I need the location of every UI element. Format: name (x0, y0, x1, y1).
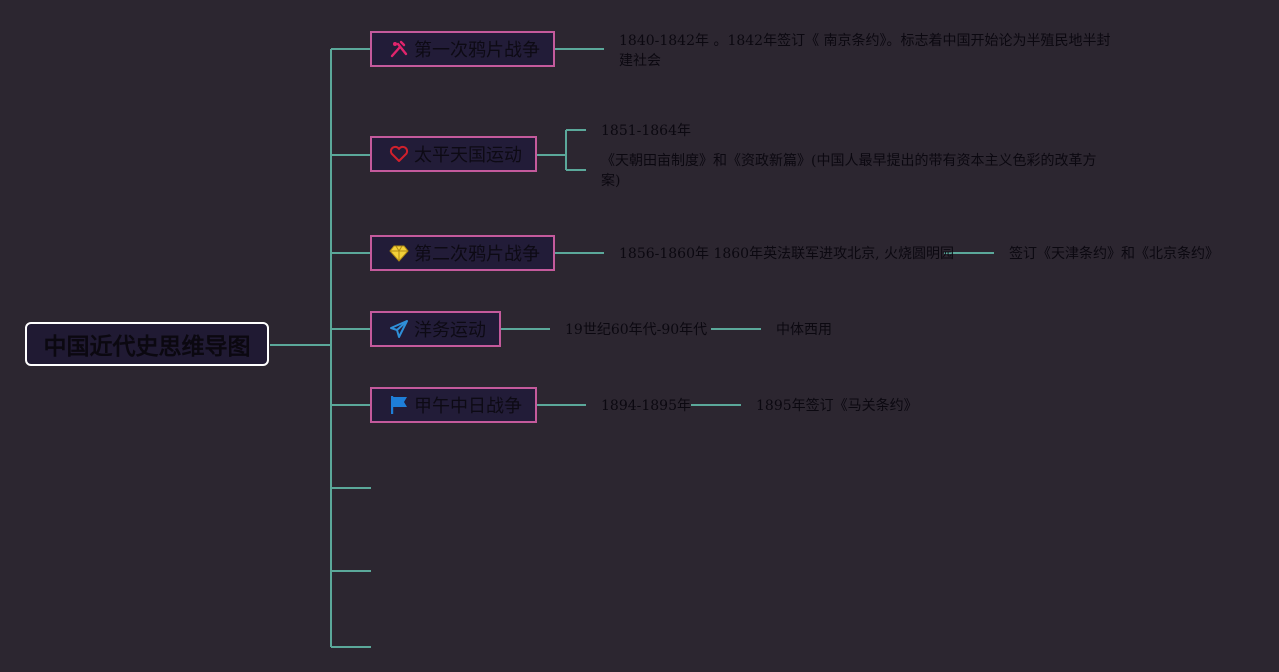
topic-label: 甲午中日战争 (414, 396, 522, 417)
topic-label: 第一次鸦片战争 (414, 40, 540, 61)
paper-plane-icon (388, 318, 410, 340)
diamond-icon (388, 242, 410, 264)
heart-icon (388, 143, 410, 165)
detail-text: 签订《天津条约》和《北京条约》 (1009, 246, 1219, 262)
root-node[interactable]: 中国近代史思维导图 (25, 322, 269, 366)
detail-text: 《天朝田亩制度》和《资政新篇》(中国人最早提出的带有资本主义色彩的改革方案) (601, 153, 1097, 189)
detail-text: 1894-1895年 (601, 398, 691, 414)
detail-text: 19世纪60年代-90年代 (565, 322, 708, 338)
topic-node-sino-japanese-war[interactable]: 甲午中日战争 (370, 387, 537, 423)
detail-text: 1856-1860年 1860年英法联军进攻北京, 火烧圆明园 (619, 246, 954, 262)
detail-text: 1895年签订《马关条约》 (756, 398, 918, 414)
topic-label: 洋务运动 (414, 320, 486, 341)
topic-label: 第二次鸦片战争 (414, 244, 540, 265)
topic-node-second-opium-war[interactable]: 第二次鸦片战争 (370, 235, 555, 271)
detail-text: 中体西用 (776, 322, 832, 338)
topic-node-taiping[interactable]: 太平天国运动 (370, 136, 537, 172)
flag-icon (388, 394, 410, 416)
tools-icon (388, 38, 410, 60)
topic-node-westernization[interactable]: 洋务运动 (370, 311, 501, 347)
detail-text: 1851-1864年 (601, 123, 691, 139)
root-title: 中国近代史思维导图 (43, 334, 251, 360)
topic-label: 太平天国运动 (414, 145, 522, 166)
detail-text: 1840-1842年 。1842年签订《 南京条约》。标志着中国开始论为半殖民地… (619, 33, 1111, 69)
topic-node-first-opium-war[interactable]: 第一次鸦片战争 (370, 31, 555, 67)
